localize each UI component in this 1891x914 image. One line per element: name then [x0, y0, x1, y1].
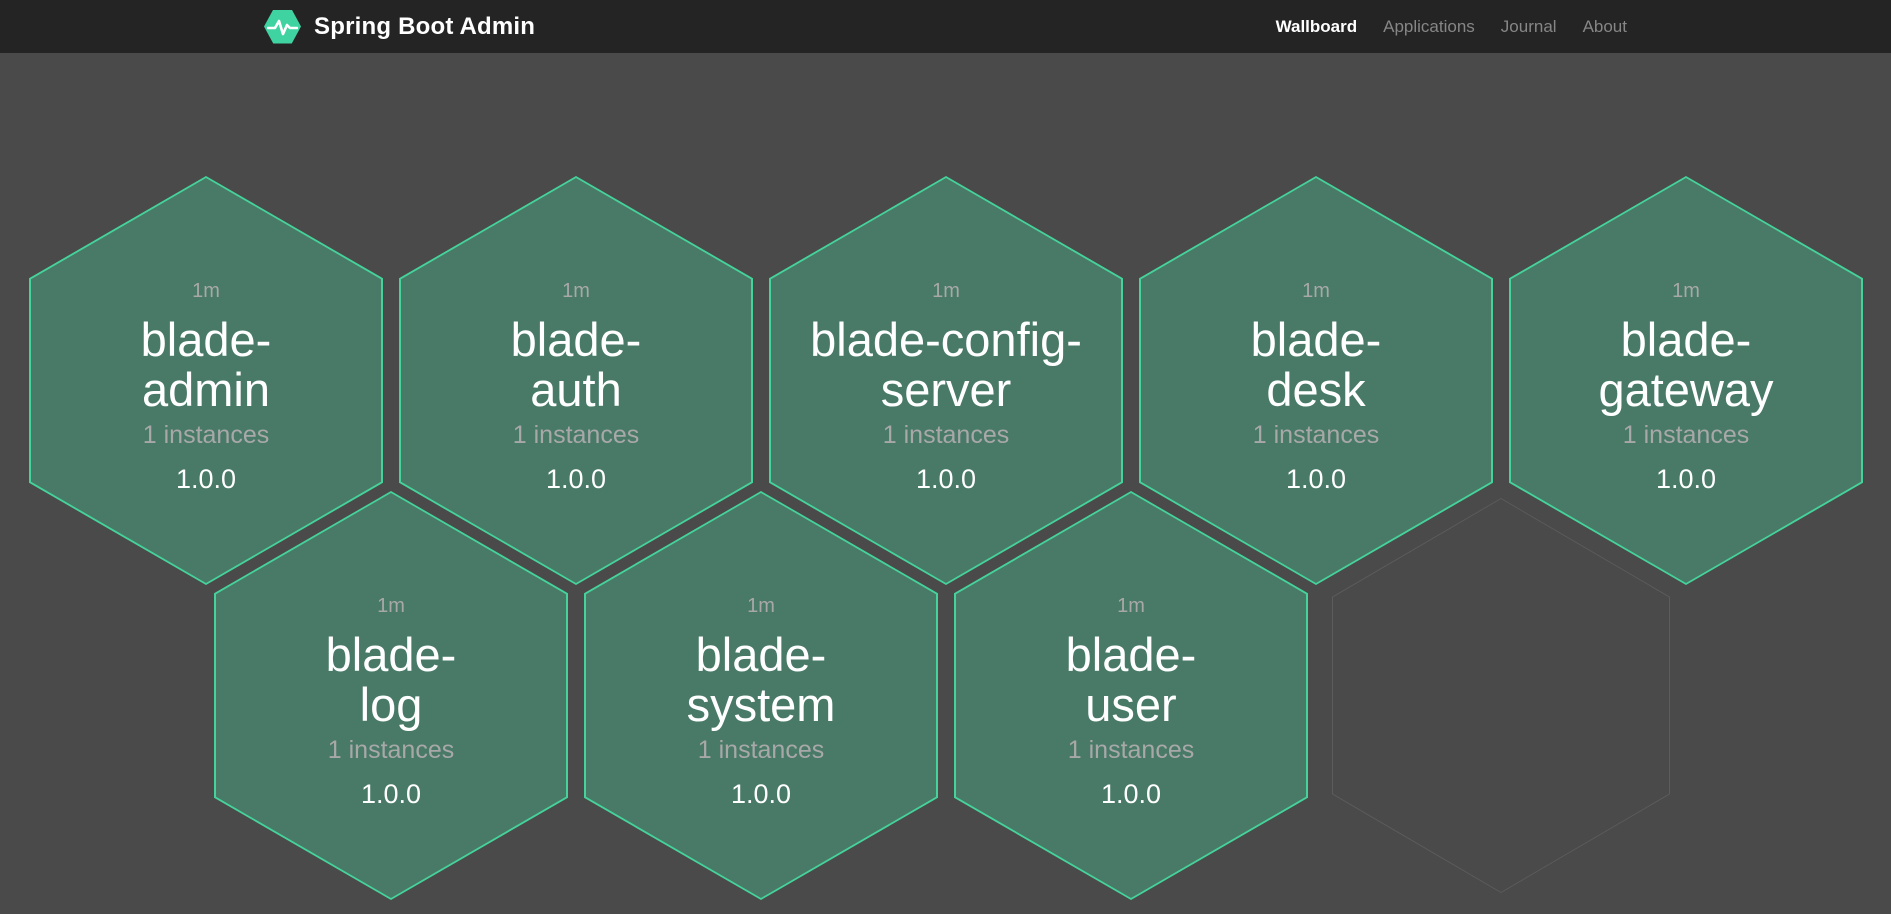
instances-label: 1 instances: [1252, 421, 1380, 450]
uptime-label: 1m: [562, 280, 590, 303]
hexagon-fill: [1141, 178, 1491, 583]
application-hexagon-blade-desk[interactable]: 1m blade- desk 1 instances 1.0.0: [1139, 176, 1493, 585]
application-name-line1: blade-: [1065, 628, 1197, 682]
application-hexagon-blade-system[interactable]: 1m blade- system 1 instances 1.0.0: [584, 491, 938, 900]
nav-item-about[interactable]: About: [1582, 16, 1627, 36]
application-hexagon-blade-admin[interactable]: 1m blade- admin 1 instances 1.0.0: [29, 176, 383, 585]
hexagon-content: 1m blade- desk 1 instances 1.0.0: [1139, 176, 1493, 585]
application-name: blade- gateway: [1598, 315, 1773, 415]
application-name-line1: blade-: [510, 313, 642, 367]
instances-label: 1 instances: [882, 421, 1010, 450]
hexagon-fill: [31, 178, 381, 583]
instances-label: 1 instances: [1622, 421, 1750, 450]
application-name: blade- system: [687, 630, 836, 730]
application-name-line2: user: [1085, 678, 1177, 732]
application-name-line2: desk: [1266, 363, 1366, 417]
hexagon-fill: [216, 493, 566, 898]
hexagon-content: 1m blade-config- server 1 instances 1.0.…: [769, 176, 1123, 585]
application-hexagon-blade-user[interactable]: 1m blade- user 1 instances 1.0.0: [954, 491, 1308, 900]
nav-item-journal[interactable]: Journal: [1500, 16, 1557, 36]
hexagon-content: 1m blade- user 1 instances 1.0.0: [954, 491, 1308, 900]
instances-label: 1 instances: [142, 421, 270, 450]
application-name: blade-config- server: [810, 315, 1082, 415]
main-nav: Wallboard Applications Journal About: [1276, 17, 1627, 37]
version-label: 1.0.0: [545, 464, 607, 495]
application-name: blade- auth: [511, 315, 642, 415]
hexagon-content: 1m blade- auth 1 instances 1.0.0: [399, 176, 753, 585]
hexagon-content: 1m blade- system 1 instances 1.0.0: [584, 491, 938, 900]
version-label: 1.0.0: [915, 464, 977, 495]
version-label: 1.0.0: [1100, 779, 1162, 810]
instances-label: 1 instances: [1067, 736, 1195, 765]
application-name-line2: server: [880, 363, 1012, 417]
uptime-label: 1m: [1672, 280, 1700, 303]
instances-label: 1 instances: [697, 736, 825, 765]
application-name-line2: log: [359, 678, 423, 732]
hexagon-fill: [1511, 178, 1861, 583]
application-hexagon-blade-auth[interactable]: 1m blade- auth 1 instances 1.0.0: [399, 176, 753, 585]
application-name: blade- admin: [141, 315, 272, 415]
application-name-line1: blade-config-: [810, 313, 1082, 367]
application-name-line2: system: [686, 678, 836, 732]
spring-boot-admin-logo-icon: [264, 9, 301, 44]
brand[interactable]: Spring Boot Admin: [264, 9, 536, 44]
version-label: 1.0.0: [1285, 464, 1347, 495]
hexagon-content: 1m blade- log 1 instances 1.0.0: [214, 491, 568, 900]
uptime-label: 1m: [747, 595, 775, 618]
application-name-line1: blade-: [325, 628, 457, 682]
instances-label: 1 instances: [512, 421, 640, 450]
application-name-line1: blade-: [1250, 313, 1382, 367]
application-name-line1: blade-: [695, 628, 827, 682]
application-hexagon-blade-gateway[interactable]: 1m blade- gateway 1 instances 1.0.0: [1509, 176, 1863, 585]
nav-item-wallboard[interactable]: Wallboard: [1275, 16, 1358, 36]
nav-item-applications[interactable]: Applications: [1383, 16, 1475, 36]
application-name: blade- user: [1066, 630, 1197, 730]
uptime-label: 1m: [1302, 280, 1330, 303]
pulse-line-icon: [267, 19, 298, 35]
uptime-label: 1m: [932, 280, 960, 303]
version-label: 1.0.0: [175, 464, 237, 495]
version-label: 1.0.0: [1655, 464, 1717, 495]
application-name-line2: admin: [141, 363, 270, 417]
application-name: blade- desk: [1251, 315, 1382, 415]
application-hexagon-blade-log[interactable]: 1m blade- log 1 instances 1.0.0: [214, 491, 568, 900]
empty-hexagon-fill: [1333, 499, 1669, 892]
hexagon-content: 1m blade- gateway 1 instances 1.0.0: [1509, 176, 1863, 585]
empty-hexagon-slot: [1332, 498, 1670, 893]
instances-label: 1 instances: [327, 736, 455, 765]
uptime-label: 1m: [1117, 595, 1145, 618]
application-name-line2: gateway: [1598, 363, 1774, 417]
wallboard: 1m blade- admin 1 instances 1.0.0 1m bla…: [0, 53, 1891, 914]
version-label: 1.0.0: [730, 779, 792, 810]
hexagon-content: 1m blade- admin 1 instances 1.0.0: [29, 176, 383, 585]
version-label: 1.0.0: [360, 779, 422, 810]
application-name-line1: blade-: [140, 313, 272, 367]
application-name-line2: auth: [530, 363, 622, 417]
top-navbar: Spring Boot Admin Wallboard Applications J…: [0, 0, 1891, 53]
app-title: Spring Boot Admin: [314, 12, 536, 40]
application-name: blade- log: [326, 630, 457, 730]
uptime-label: 1m: [192, 280, 220, 303]
application-hexagon-blade-config-server[interactable]: 1m blade-config- server 1 instances 1.0.…: [769, 176, 1123, 585]
uptime-label: 1m: [377, 595, 405, 618]
application-name-line1: blade-: [1620, 313, 1752, 367]
